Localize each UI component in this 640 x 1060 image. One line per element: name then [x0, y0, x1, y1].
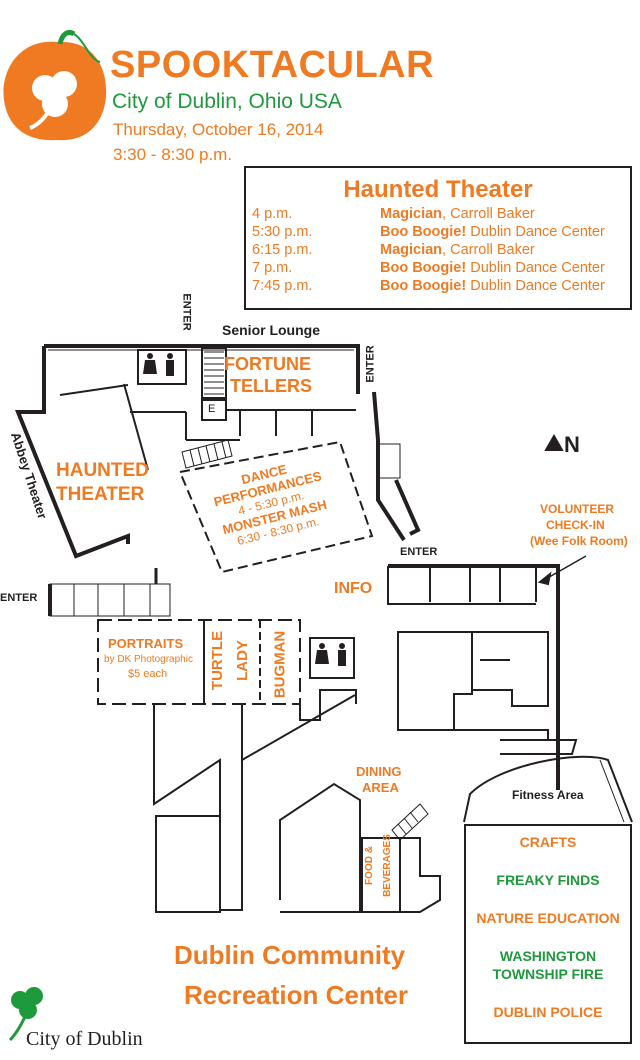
center-name-2: Recreation Center — [184, 980, 408, 1010]
fortune-tellers-label-1: FORTUNE — [224, 354, 311, 374]
page-subtitle: City of Dublin, Ohio USA — [112, 90, 342, 113]
elevator-label: E — [208, 403, 216, 415]
fitness-area-label: Fitness Area — [512, 788, 584, 802]
booth-crafts: CRAFTS — [519, 834, 577, 850]
senior-lounge-label: Senior Lounge — [222, 322, 320, 338]
schedule-row: 6:15 p.m.Magician, Carroll Baker — [252, 242, 535, 258]
schedule-row: 7 p.m.Boo Boogie! Dublin Dance Center — [252, 260, 605, 276]
portraits-by: by DK Photographic — [104, 654, 193, 665]
enter-label-east: ENTER — [400, 546, 438, 558]
haunted-theater-label-2: THEATER — [56, 484, 145, 505]
schedule-title: Haunted Theater — [343, 176, 533, 203]
event-time: 3:30 - 8:30 p.m. — [113, 145, 233, 164]
portraits-price: $5 each — [128, 668, 168, 680]
food-label-1: FOOD & — [363, 846, 375, 885]
volunteer-label-1: VOLUNTEER — [540, 502, 615, 516]
booth-nature-education: NATURE EDUCATION — [476, 910, 620, 926]
turtle-label-2: LADY — [233, 640, 251, 681]
haunted-theater-schedule: Haunted Theater 4 p.m.Magician, Carroll … — [244, 166, 632, 310]
north-label: N — [564, 432, 580, 457]
turtle-label-1: TURTLE — [209, 630, 227, 691]
bugman-label: BUGMAN — [271, 630, 289, 699]
portraits-label: PORTRAITS — [108, 636, 184, 651]
enter-label-west: ENTER — [0, 592, 38, 604]
city-of-dublin-logo-text: City of Dublin — [26, 1028, 143, 1050]
booth-washington: WASHINGTON — [499, 948, 597, 964]
fortune-tellers-label-2: TELLERS — [230, 376, 313, 396]
restroom-icon — [143, 353, 346, 666]
dining-label-1: DINING — [356, 764, 402, 779]
volunteer-label-3: (Wee Folk Room) — [530, 534, 628, 548]
booth-dublin-police: DUBLIN POLICE — [493, 1004, 603, 1020]
enter-label-top: ENTER — [180, 293, 193, 331]
volunteer-label-2: CHECK-IN — [546, 518, 605, 532]
food-label-2: BEVERAGES — [381, 834, 393, 897]
page-title: SPOOKTACULAR — [110, 44, 435, 86]
pumpkin-logo — [3, 29, 107, 141]
info-label: INFO — [334, 580, 373, 597]
enter-label-right: ENTER — [364, 345, 377, 383]
booth-freaky-finds: FREAKY FINDS — [496, 872, 600, 888]
shamrock-logo — [8, 987, 43, 1042]
event-date: Thursday, October 16, 2014 — [113, 120, 324, 139]
schedule-row: 5:30 p.m.Boo Boogie! Dublin Dance Center — [252, 224, 605, 240]
haunted-theater-label-1: HAUNTED — [56, 460, 149, 481]
booth-township-fire: TOWNSHIP FIRE — [492, 966, 604, 982]
center-name-1: Dublin Community — [174, 940, 406, 970]
booths-box: CRAFTS FREAKY FINDS NATURE EDUCATION WAS… — [464, 824, 632, 1044]
dining-label-2: AREA — [362, 780, 399, 795]
schedule-row: 4 p.m.Magician, Carroll Baker — [252, 206, 535, 222]
schedule-row: 7:45 p.m.Boo Boogie! Dublin Dance Center — [252, 278, 605, 294]
